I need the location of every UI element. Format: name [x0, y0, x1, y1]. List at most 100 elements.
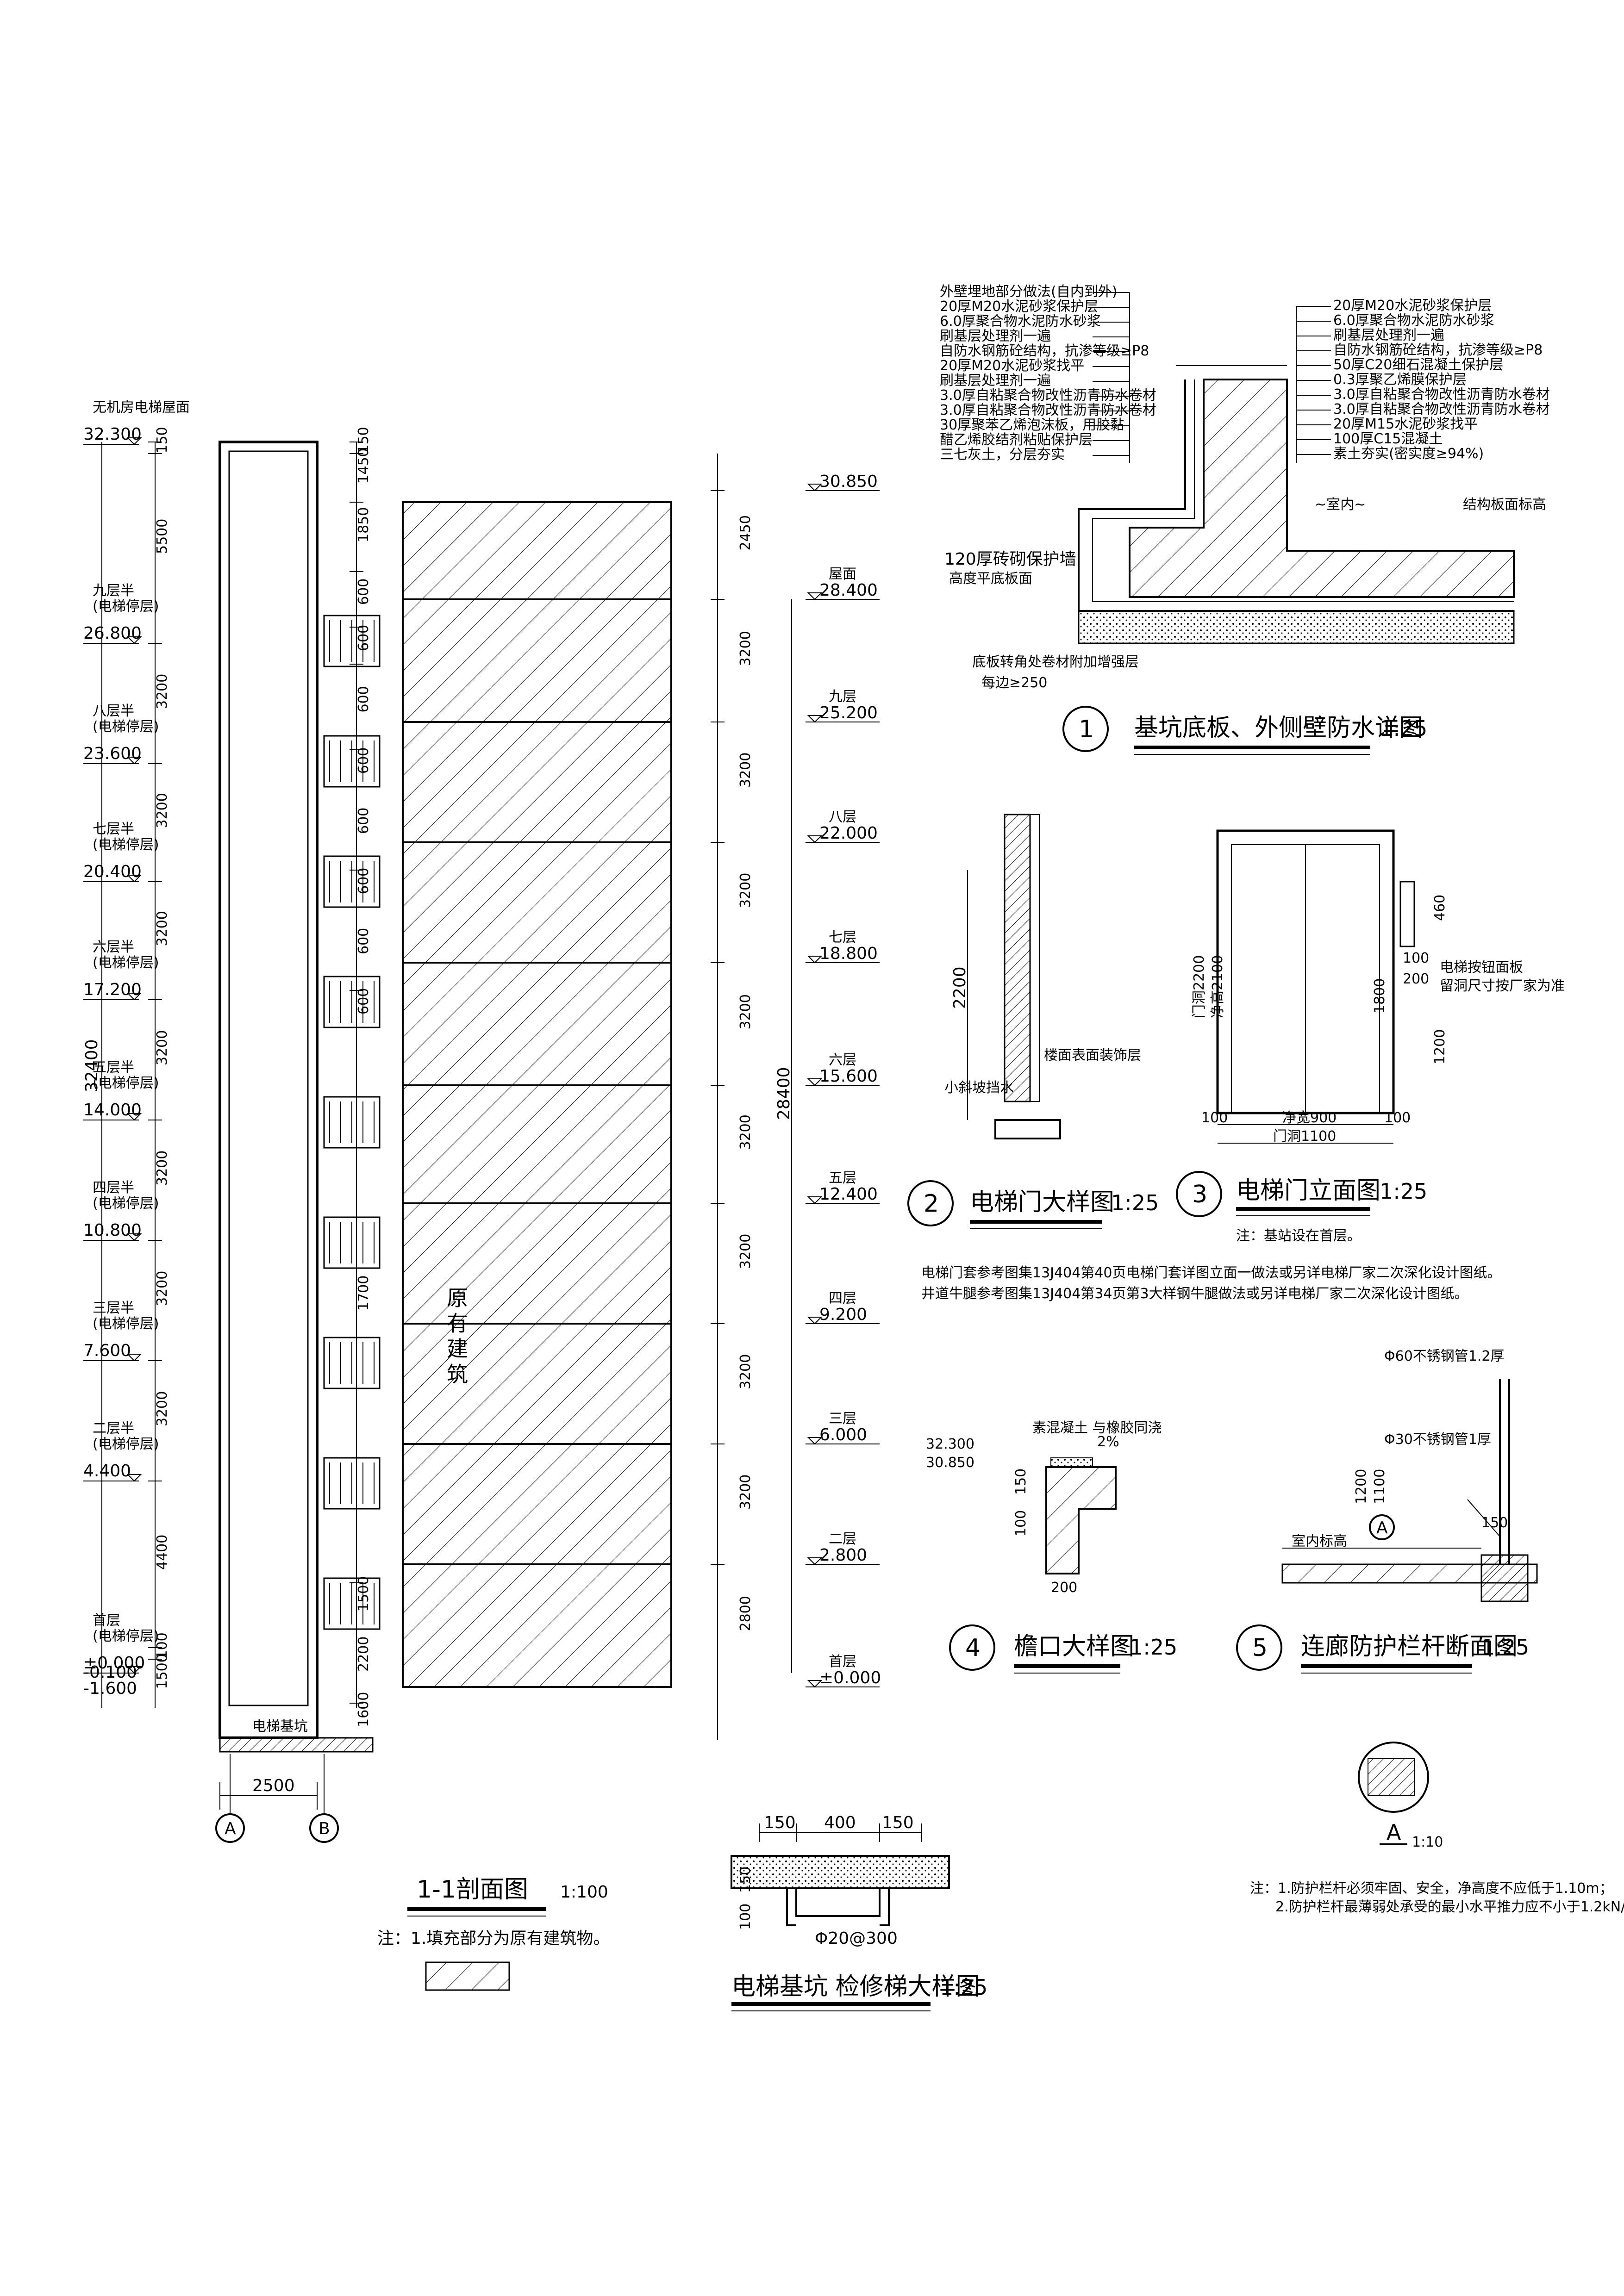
- detail2-scale: 1:25: [1111, 1190, 1159, 1215]
- detail3-scale: 1:25: [1380, 1179, 1427, 1204]
- mid-dim: 600: [356, 579, 372, 605]
- right-level-name: 九层: [829, 689, 856, 705]
- detail3-dim-right-4: 1200: [1432, 1029, 1448, 1064]
- detail4-title: 檐口大样图: [1014, 1633, 1134, 1661]
- right-dim: 3200: [737, 1475, 754, 1510]
- detail1-left-label: 外壁埋地部分做法(自内到外): [940, 284, 1117, 300]
- detail4-elev-1: 30.850: [926, 1455, 974, 1471]
- right-dim: 3200: [737, 753, 754, 788]
- left-dim: 3200: [154, 1030, 170, 1065]
- detail1-scale: 1:25: [1380, 716, 1427, 741]
- bottom-elev-1: -1.600: [83, 1679, 137, 1698]
- right-dim: 2450: [737, 515, 754, 550]
- corner-note: 每边≥250: [981, 675, 1047, 691]
- level-marker: [806, 715, 880, 723]
- level-marker: [806, 592, 880, 600]
- elevator-door: [323, 615, 381, 667]
- detail1-right-label: 刷基层处理剂一遍: [1333, 327, 1444, 343]
- right-level-elev: 28.400: [819, 581, 878, 600]
- detail3-panel-note: 留洞尺寸按厂家为准: [1440, 978, 1565, 994]
- right-level-elev: 18.800: [819, 944, 878, 963]
- right-level-elev: 22.000: [819, 824, 878, 843]
- detail1-right-label: 0.3厚聚乙烯膜保护层: [1333, 372, 1467, 388]
- ladder-side-dim-0: 150: [737, 1867, 754, 1893]
- left-dim: 5500: [154, 519, 170, 554]
- detail1-right-label: 20厚M15水泥砂浆找平: [1333, 416, 1478, 432]
- detail5-pipe-mid: Φ30不锈钢管1厚: [1384, 1431, 1491, 1448]
- level-marker: [806, 1680, 880, 1688]
- level-marker: [83, 437, 142, 445]
- right-level-elev: 2.800: [819, 1546, 867, 1565]
- level-marker: [83, 875, 142, 883]
- right-level-elev: 15.600: [819, 1067, 878, 1086]
- detail1-number: 1: [1079, 716, 1094, 743]
- detail1-left-labels: 外壁埋地部分做法(自内到外)20厚M20水泥砂浆保护层6.0厚聚合物水泥防水砂浆…: [940, 284, 1156, 463]
- left-level-elev: ±0.000: [83, 1654, 145, 1673]
- note-5-1: 2.防护栏杆最薄弱处承受的最小水平推力应不小于1.2kN/m。: [1275, 1899, 1624, 1915]
- original-building-label: 原有建筑: [443, 1287, 468, 1384]
- detail2-floor-label: 楼面表面装饰层: [1044, 1047, 1141, 1064]
- detail1-right-label: 素土夯实(密实度≥94%): [1333, 446, 1484, 462]
- left-dim: 100: [154, 1632, 170, 1659]
- mid-dim: 600: [356, 928, 372, 954]
- right-level-name: 八层: [829, 809, 856, 825]
- floor-lines: [403, 501, 671, 1688]
- left-dim: 3200: [154, 1271, 170, 1306]
- detail1-left-label: 6.0厚聚合物水泥防水砂浆: [940, 313, 1101, 330]
- level-marker: [806, 1196, 880, 1204]
- pit-label: 电梯基坑: [252, 1718, 308, 1735]
- level-marker: [806, 484, 880, 492]
- level-marker: [806, 956, 880, 964]
- right-level-name: 七层: [829, 929, 856, 946]
- right-level-elev: 30.850: [819, 472, 878, 491]
- detail5-floor-label: 室内标高: [1292, 1533, 1347, 1549]
- detail5-dim-1: 1100: [1372, 1469, 1388, 1504]
- right-dim: 3200: [737, 1234, 754, 1269]
- right-dim: 3200: [737, 1114, 754, 1150]
- mid-dim: 1850: [356, 507, 372, 542]
- total-left-dim: 32400: [82, 1039, 101, 1092]
- detail3-dim-right-0: 460: [1432, 895, 1448, 921]
- level-marker: [83, 1233, 142, 1241]
- left-dim: 3200: [154, 1391, 170, 1426]
- left-dim: 3200: [154, 1151, 170, 1186]
- detail1-left-label: 20厚M20水泥砂浆找平: [940, 358, 1084, 374]
- right-level-name: 屋面: [829, 566, 856, 582]
- mid-dim: 1600: [356, 1692, 372, 1727]
- left-level-labels: 无机房电梯屋面32.300九层半(电梯停层)26.800八层半(电梯停层)23.…: [83, 399, 190, 1674]
- left-dim: 150: [154, 427, 170, 453]
- mid-dim: 600: [356, 808, 372, 834]
- ladder-title: 电梯基坑 检修梯大样图: [731, 1973, 980, 2001]
- note-5-0: 注：1.防护栏杆必须牢固、安全，净高度不应低于1.10m；: [1250, 1880, 1613, 1897]
- note-23-1: 井道牛腿参考图集13J404第34页第3大样钢牛腿做法或另详电梯厂家二次深化设计…: [921, 1286, 1468, 1302]
- detail1-left-label: 自防水钢筋砼结构，抗渗等级≥P8: [940, 343, 1149, 359]
- section-1-1: 原有建筑 电梯基坑 无机房电梯屋面32.300九层半(电梯停层)26.800八层…: [82, 399, 881, 1991]
- detail1-base-gravel: [1078, 610, 1515, 644]
- plate-label: 高度平底板面: [949, 571, 1032, 587]
- detail1-concrete: [1129, 379, 1515, 598]
- detail2-number: 2: [924, 1190, 939, 1218]
- level-marker: [806, 1078, 880, 1086]
- detail3-dim-left-1: 净高2100: [1210, 955, 1226, 1018]
- right-level-elev: 9.200: [819, 1305, 867, 1324]
- detail1-right-label: 6.0厚聚合物水泥防水砂浆: [1333, 312, 1494, 329]
- right-level-name: 三层: [829, 1411, 856, 1427]
- elevator-door: [323, 1096, 381, 1149]
- right-dim: 3200: [737, 873, 754, 908]
- detail3-dim-right-1: 100: [1403, 950, 1429, 966]
- detail3-dim-right-2: 200: [1403, 971, 1429, 987]
- mid-dimension-chain: 1501450185060060060060060060060060017001…: [350, 427, 372, 1727]
- section-scale: 1:100: [560, 1883, 608, 1902]
- pit-slab: [219, 1737, 374, 1753]
- elevator-shaft-inner: [228, 450, 309, 1706]
- right-level-name: 四层: [829, 1290, 856, 1307]
- level-marker: [83, 757, 142, 765]
- detail-4-eave: 32.300 30.850 素混凝土 与橡胶同浇 2% 150 100 200 …: [926, 1420, 1177, 1674]
- detail5-dim-2: 150: [1481, 1515, 1508, 1531]
- level-marker: [83, 1474, 142, 1482]
- left-level-elev: 17.200: [83, 980, 142, 999]
- right-level-name: 六层: [829, 1052, 856, 1068]
- detail3-note: 注：基站设在首层。: [1236, 1228, 1361, 1244]
